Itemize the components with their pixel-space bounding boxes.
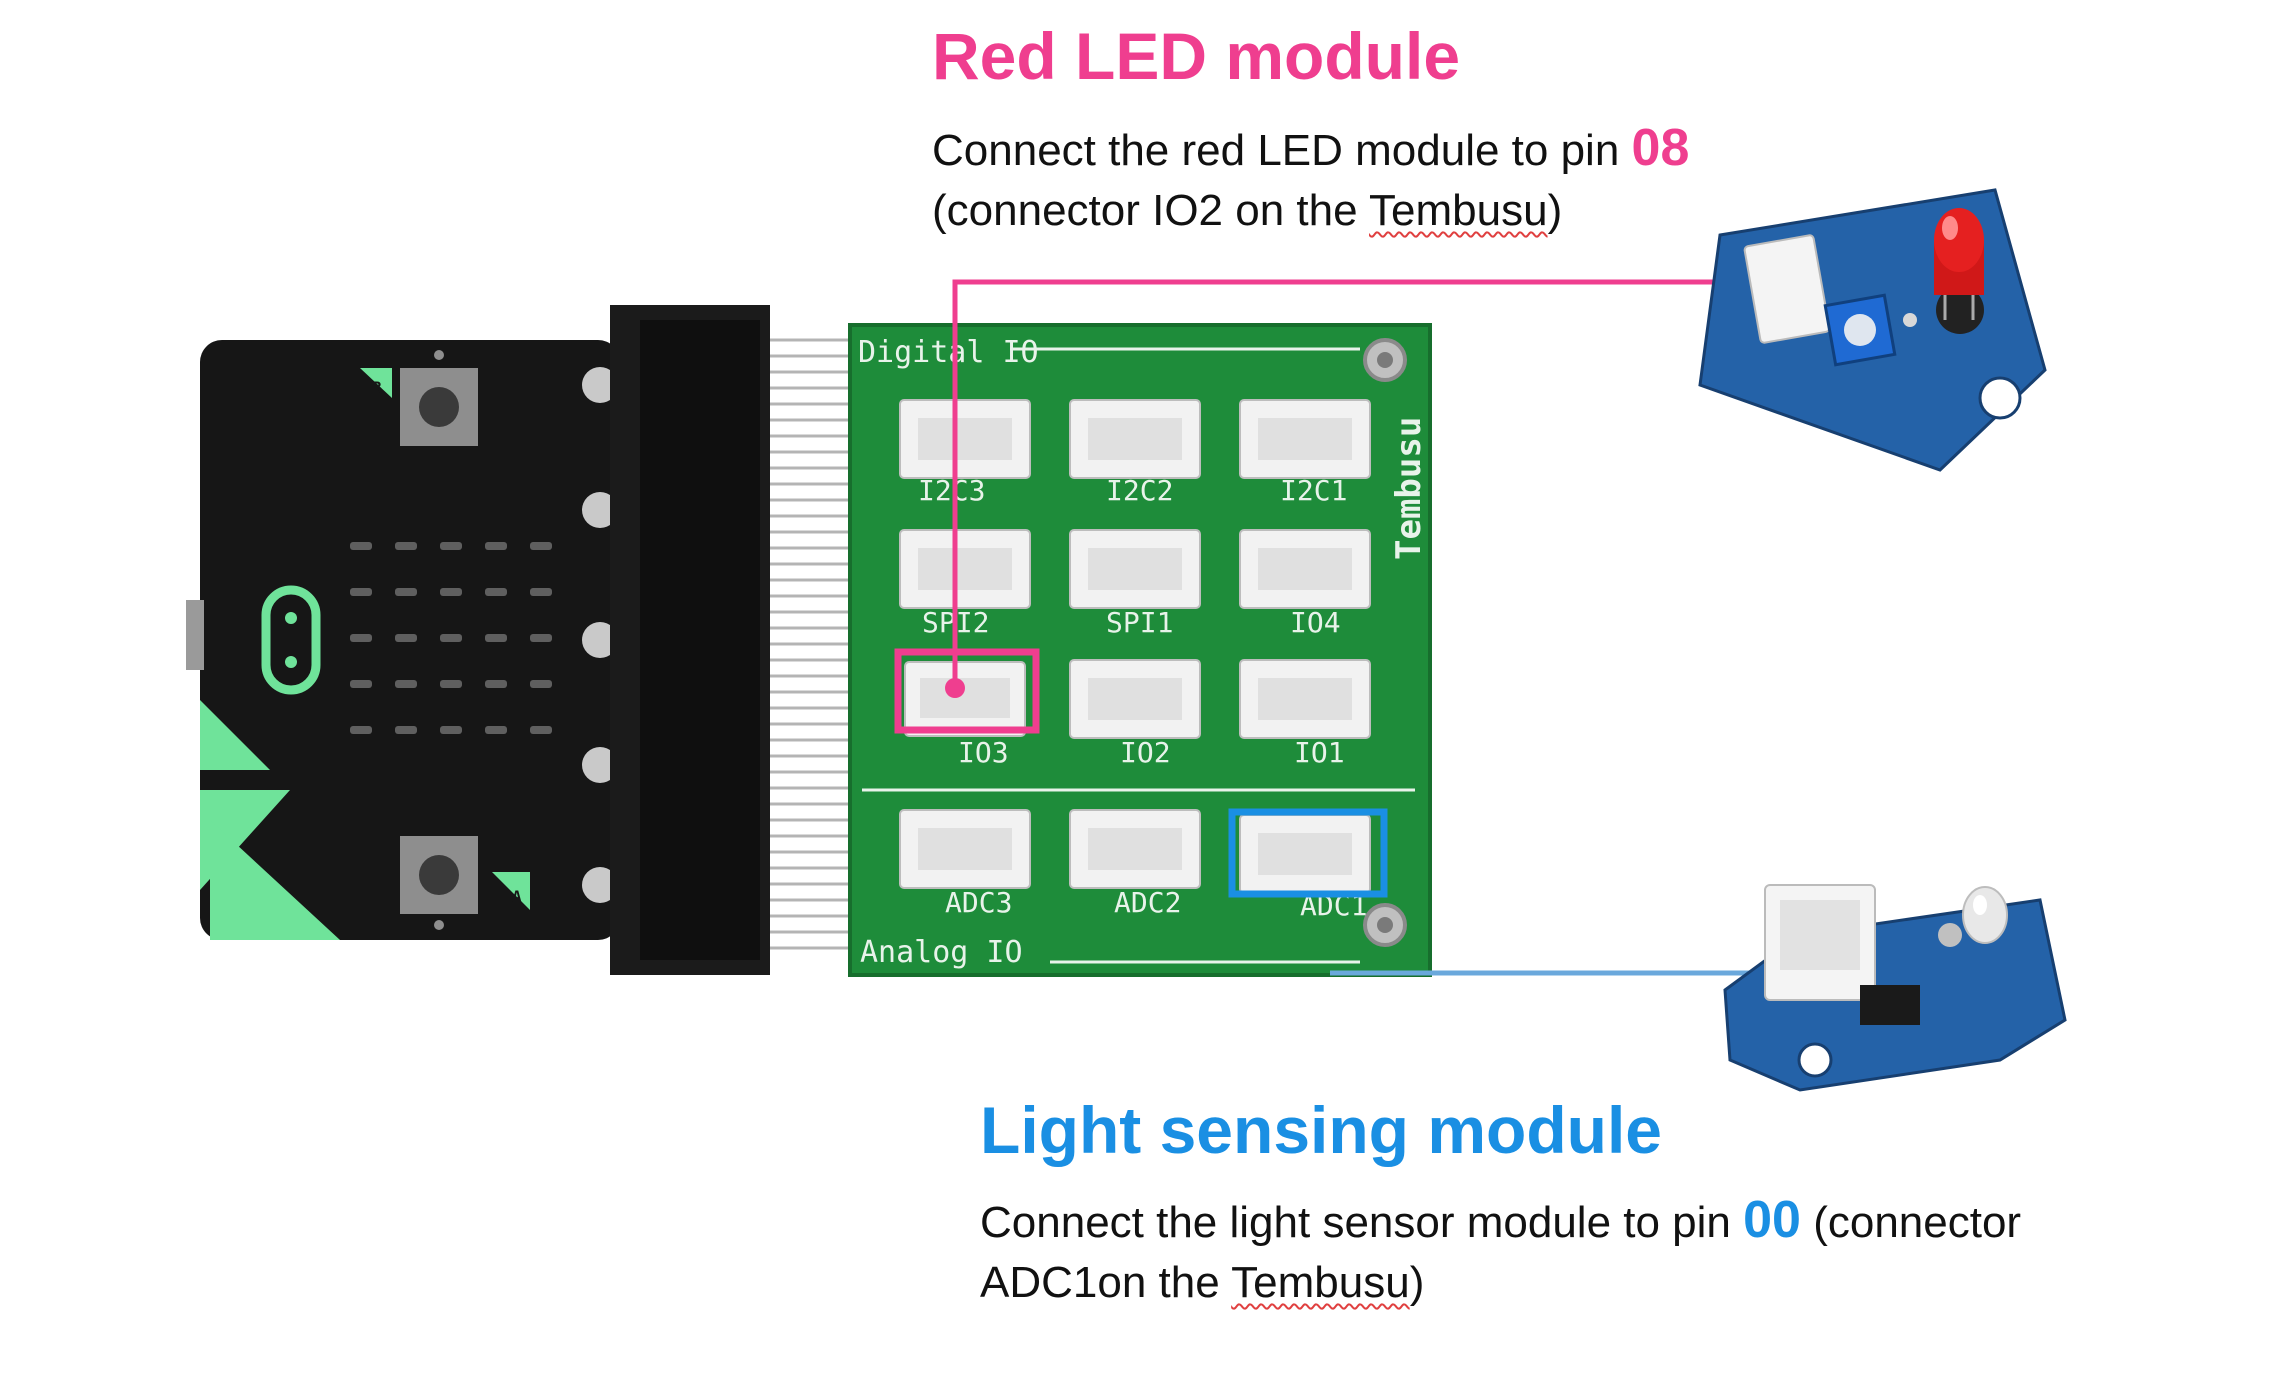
connector-label: I2C3 [918,474,985,507]
led-brand-text: Tembusu [1369,186,1548,235]
led-pin-number: 08 [1631,119,1690,177]
adc1-highlight-box [1228,808,1388,898]
connector-io2[interactable]: IO2 [1069,659,1201,769]
connector-i2c2[interactable]: I2C2 [1069,399,1201,507]
light-close-paren: ) [1409,1258,1425,1307]
connector-adc2[interactable]: ADC2 [1069,809,1201,919]
button-b-label: B [372,378,382,397]
connector-label: IO4 [1290,606,1341,639]
connector-spi1[interactable]: SPI1 [1069,529,1201,639]
digital-io-label: Digital IO [858,335,1039,370]
edge-connector [610,305,850,975]
microbit-logo-icon [261,585,321,695]
button-b[interactable]: B [360,368,478,446]
light-sensor-module [1723,884,2067,1092]
led-module-desc-line1: Connect the red LED module to pin 08 [932,118,1689,178]
button-a[interactable]: A [400,836,530,914]
led-connector-text: (connector IO2 on the [932,186,1370,235]
connector-label: IO3 [958,736,1009,769]
connector-io4[interactable]: IO4 [1239,529,1371,639]
light-module-desc-line1: Connect the light sensor module to pin 0… [980,1190,2021,1250]
microbit-board: B A [186,340,620,940]
red-led-module [1698,188,2047,472]
led-close-paren: ) [1547,186,1563,235]
light-desc-suffix: (connector [1800,1198,2022,1247]
led-matrix [350,542,552,734]
connector-io3[interactable]: IO3 [904,661,1026,769]
light-connector-text: ADC1on the [980,1258,1232,1307]
connector-i2c3[interactable]: I2C3 [899,399,1031,507]
button-a-label: A [512,887,522,906]
connector-label: ADC2 [1114,886,1181,919]
red-led-icon [1934,208,1984,320]
analog-io-label: Analog IO [860,935,1023,970]
tembusu-vertical-label: Tembusu [1389,417,1429,560]
light-brand-text: Tembusu [1231,1258,1410,1307]
light-desc-text: Connect the light sensor module to pin [980,1198,1744,1247]
connector-io1[interactable]: IO1 [1239,659,1371,769]
connector-spi2[interactable]: SPI2 [899,529,1031,639]
led-module-desc-line2: (connector IO2 on the Tembusu) [932,186,1562,236]
led-desc-text: Connect the red LED module to pin [932,126,1632,175]
light-module-title: Light sensing module [980,1093,1663,1167]
led-callout-line [952,279,1765,688]
connector-label: I2C2 [1106,474,1173,507]
connector-adc3[interactable]: ADC3 [899,809,1031,919]
connector-label: IO2 [1120,736,1171,769]
connector-label: IO1 [1294,736,1345,769]
connector-label: SPI1 [1106,606,1173,639]
photoresistor-icon [1962,886,2008,944]
connector-label: ADC3 [945,886,1012,919]
light-module-desc-line2: ADC1on the Tembusu) [980,1258,1424,1308]
io3-highlight-box [894,648,1040,734]
connector-label: I2C1 [1280,474,1347,507]
led-module-title: Red LED module [932,19,1461,93]
light-pin-number: 00 [1743,1191,1801,1249]
connector-i2c1[interactable]: I2C1 [1239,399,1371,507]
